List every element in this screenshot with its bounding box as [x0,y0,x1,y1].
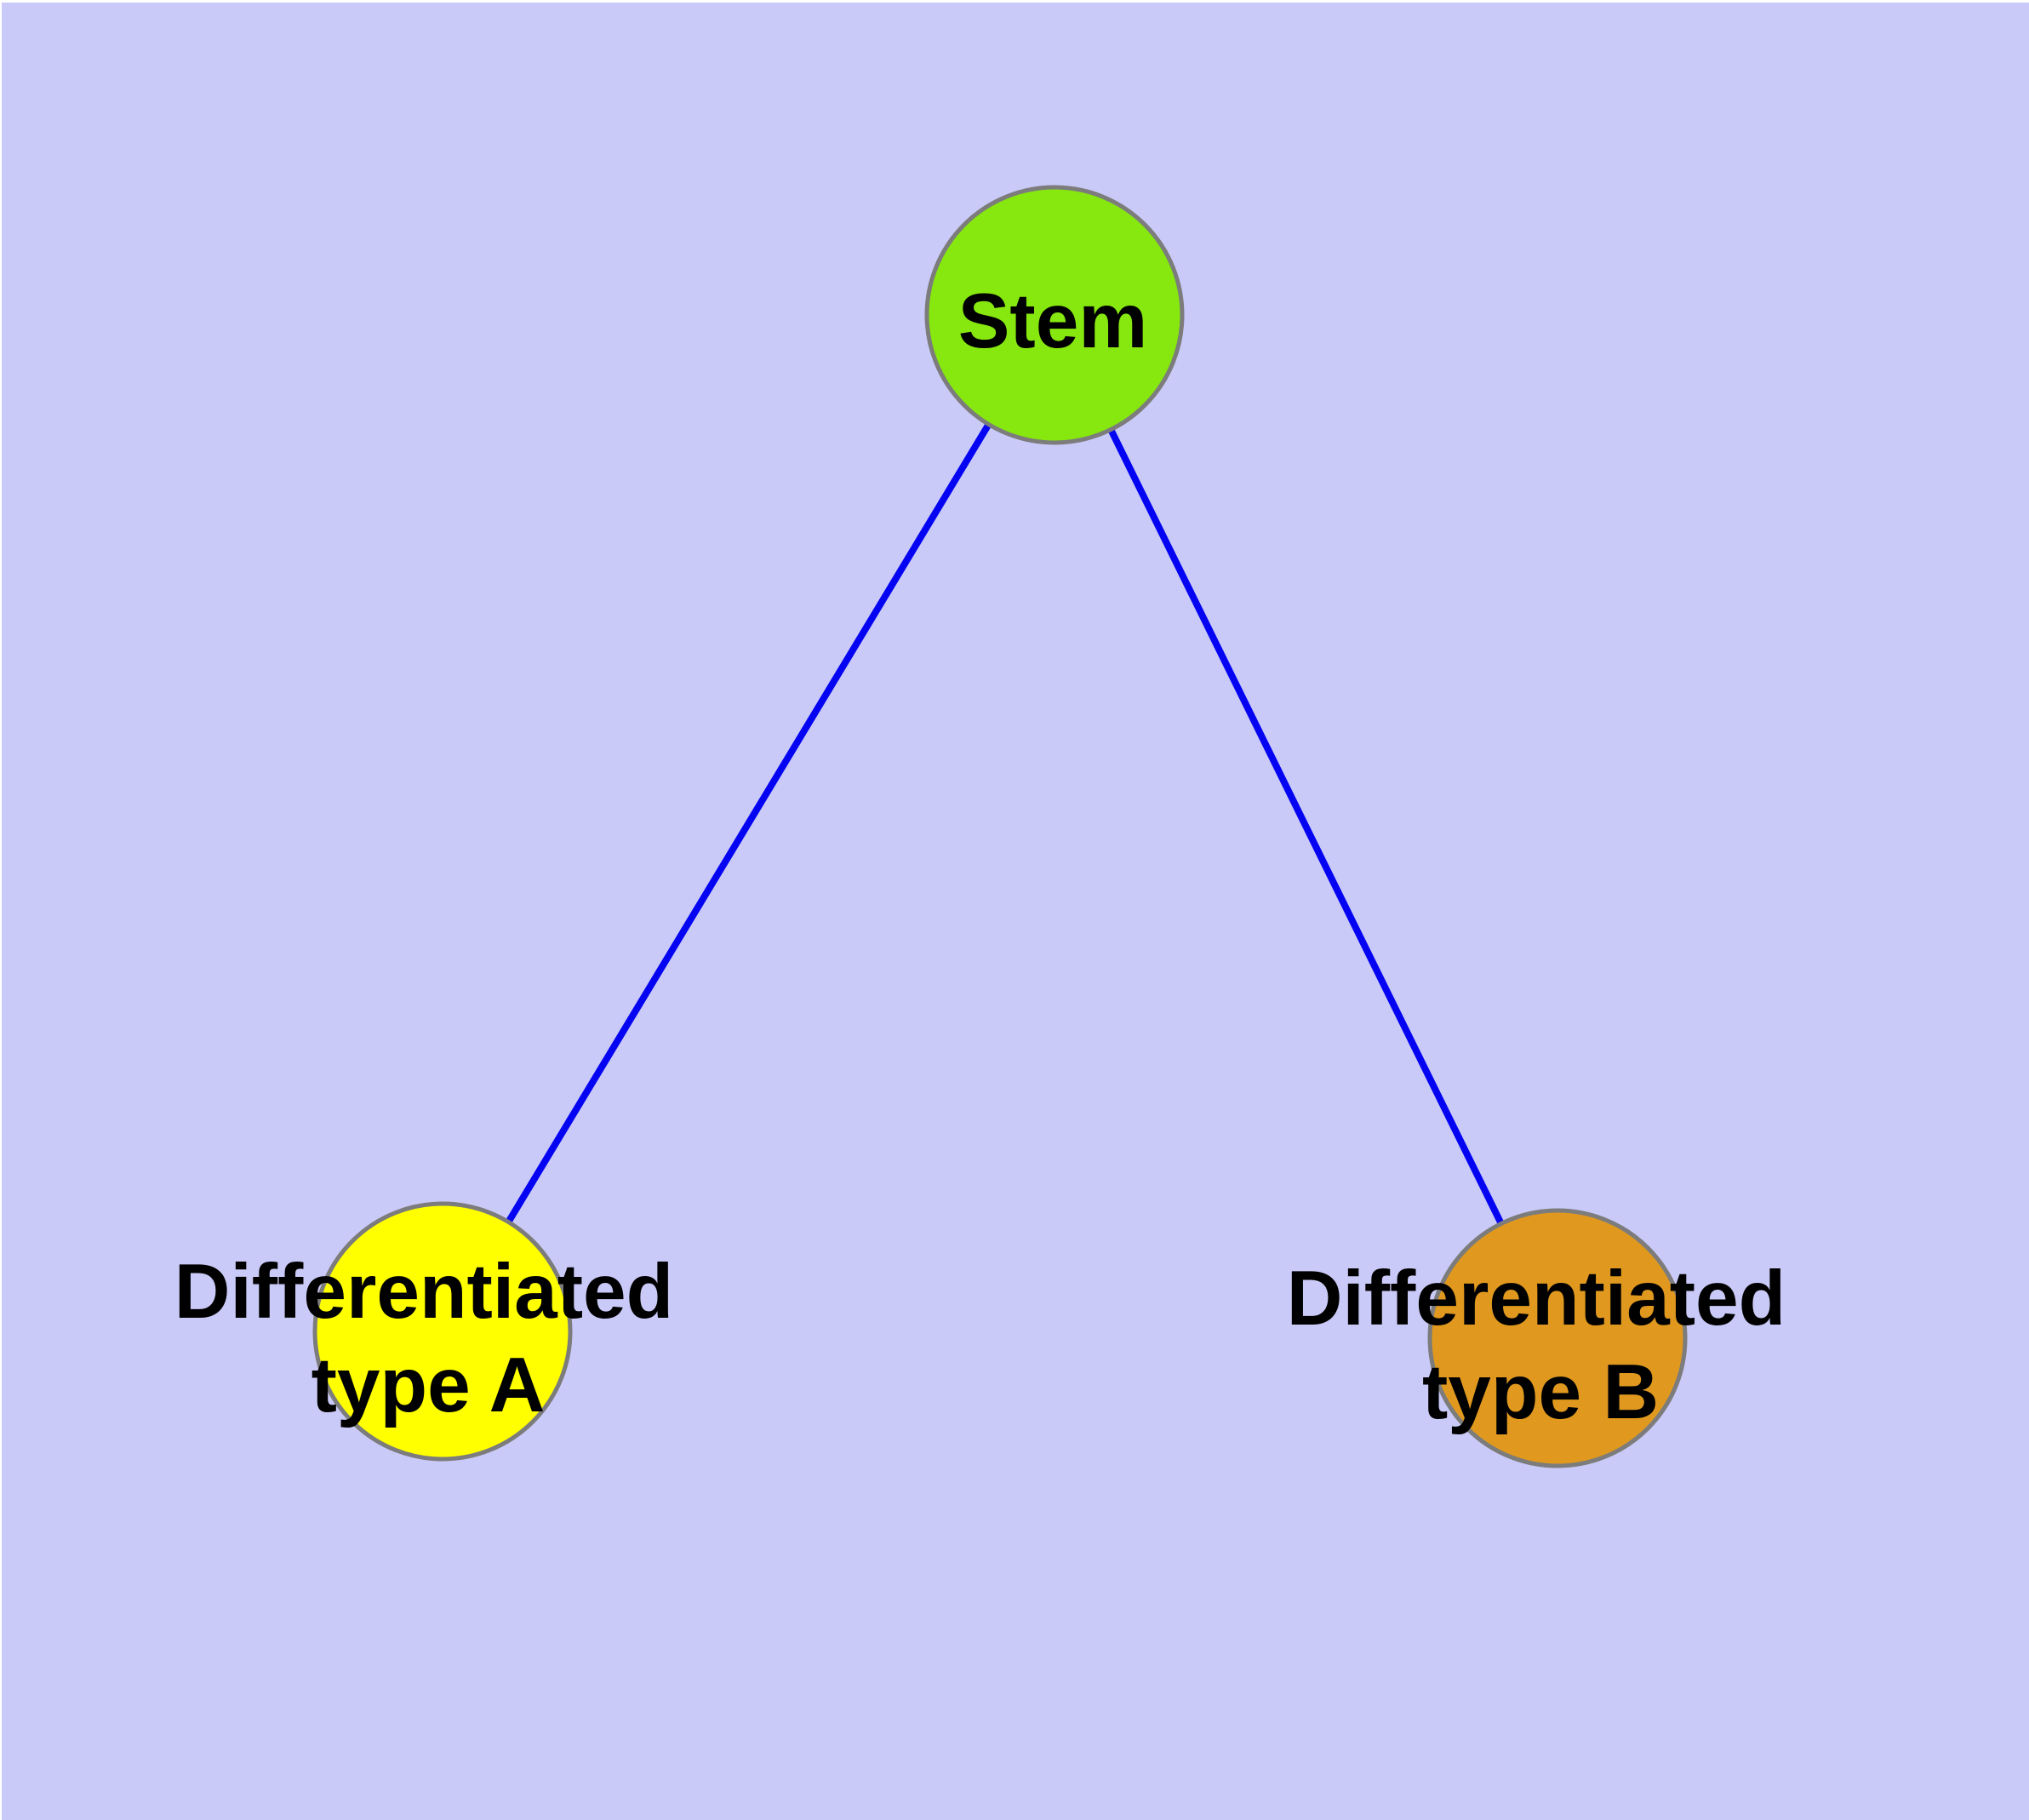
edge-stem-to-type-b [1051,313,1561,1340]
node-differentiated-type-a: Differentiated type A [174,1201,674,1462]
node-differentiated-type-b: Differentiated type B [1287,1208,1786,1468]
type-a-node-label-line2: type A [311,1342,546,1428]
type-b-node-label-line2: type B [1422,1349,1659,1435]
type-b-node-label-line1: Differentiated [1287,1256,1786,1342]
type-a-node-label-line1: Differentiated [174,1249,674,1335]
node-stem: Stem [924,185,1185,445]
edge-stem-to-type-a [439,312,1058,1334]
type-b-node-circle [1427,1208,1688,1468]
stem-node-circle [924,185,1185,445]
type-a-node-circle [312,1201,573,1462]
edge-group [439,312,1561,1340]
stem-node-label: Stem [958,278,1148,364]
